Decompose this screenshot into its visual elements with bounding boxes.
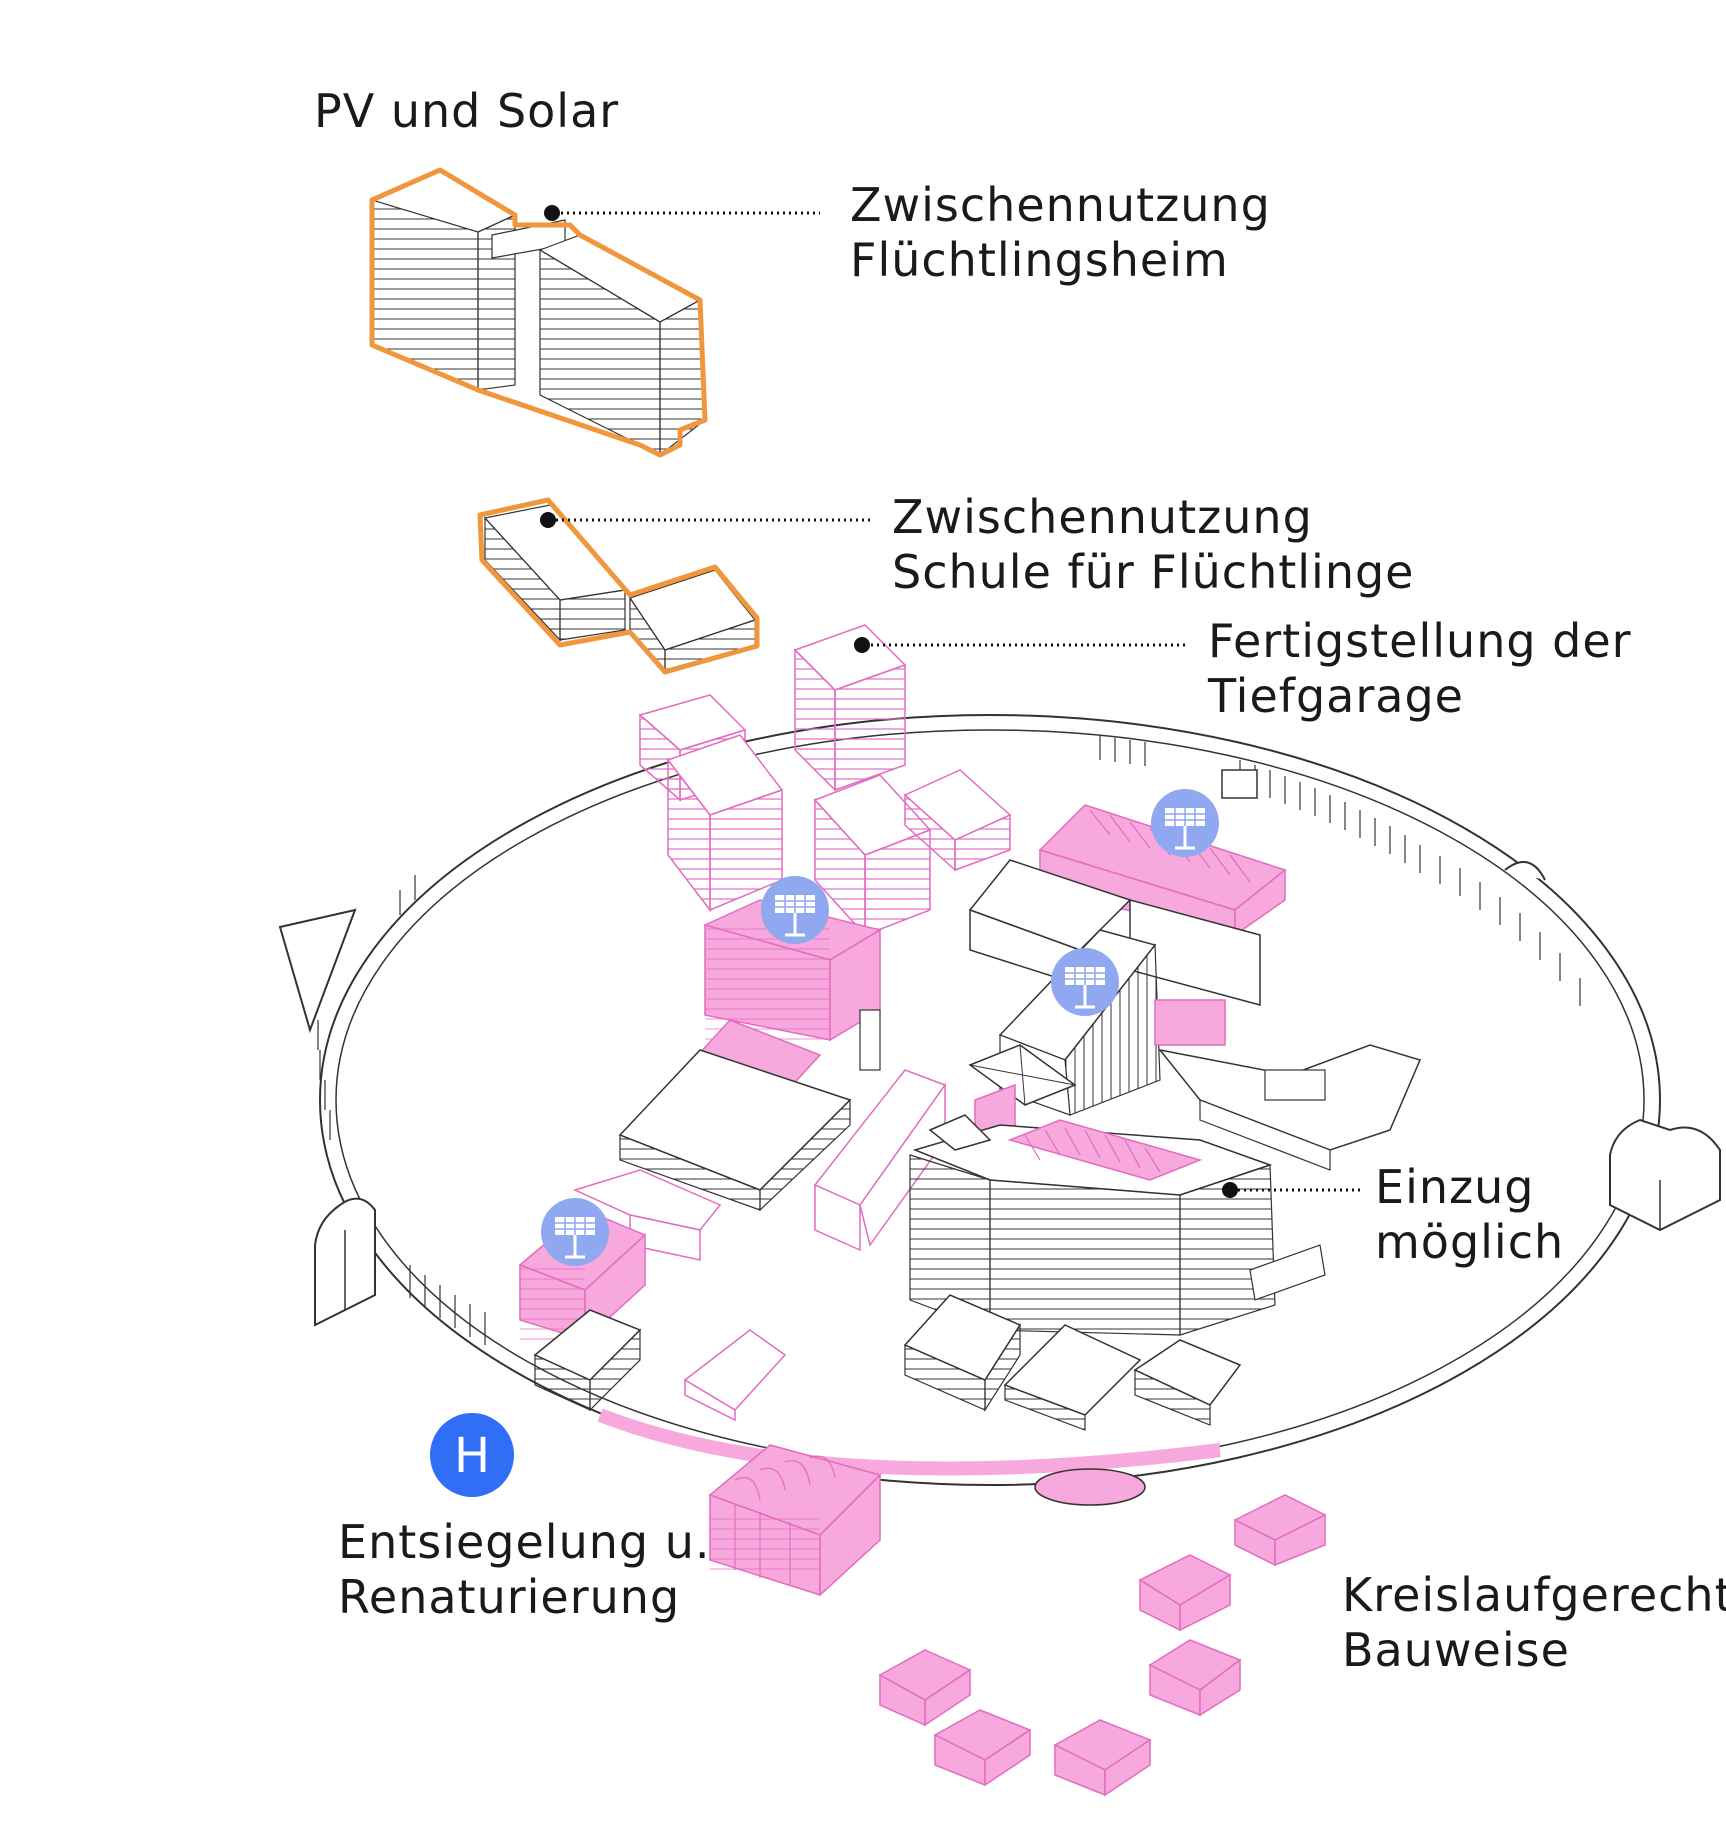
building-fluechtlingsheim bbox=[369, 167, 708, 458]
h-marker-icon: H bbox=[430, 1413, 514, 1497]
label-kreislauf: Kreislaufgerechte Bauweise bbox=[1342, 1568, 1726, 1677]
label-zwischennutzung-heim: Zwischennutzung Flüchtlingsheim bbox=[850, 178, 1271, 287]
pink-outline-cluster bbox=[638, 624, 1012, 937]
pink-solid-tower bbox=[618, 899, 882, 1212]
label-tiefgarage: Fertigstellung der Tiefgarage bbox=[1208, 614, 1632, 723]
h-marker-letter: H bbox=[454, 1428, 490, 1484]
label-entsiegelung: Entsiegelung u. Renaturierung bbox=[338, 1515, 711, 1624]
label-pv-solar: PV und Solar bbox=[314, 84, 620, 138]
kreislauf-houses bbox=[878, 1494, 1327, 1797]
pink-vaulted-hall bbox=[708, 1444, 882, 1597]
label-zwischennutzung-schule: Zwischennutzung Schule für Flüchtlinge bbox=[892, 490, 1415, 599]
label-einzug: Einzug möglich bbox=[1375, 1160, 1565, 1269]
building-einzug bbox=[903, 1114, 1326, 1431]
site-ring bbox=[278, 714, 1721, 1506]
leader-lines bbox=[550, 211, 1360, 1192]
building-schule bbox=[477, 497, 760, 675]
pink-sawtooth-block bbox=[968, 804, 1287, 1006]
solar-panel-icon bbox=[541, 1198, 609, 1266]
pink-outline-longhouse bbox=[572, 1069, 947, 1422]
solar-panel-icon bbox=[1051, 948, 1119, 1016]
sw-pink-stack bbox=[518, 1209, 647, 1412]
solar-panel-icon bbox=[761, 876, 829, 944]
solar-panel-icon bbox=[1151, 789, 1219, 857]
leader-dots bbox=[540, 205, 1238, 1198]
